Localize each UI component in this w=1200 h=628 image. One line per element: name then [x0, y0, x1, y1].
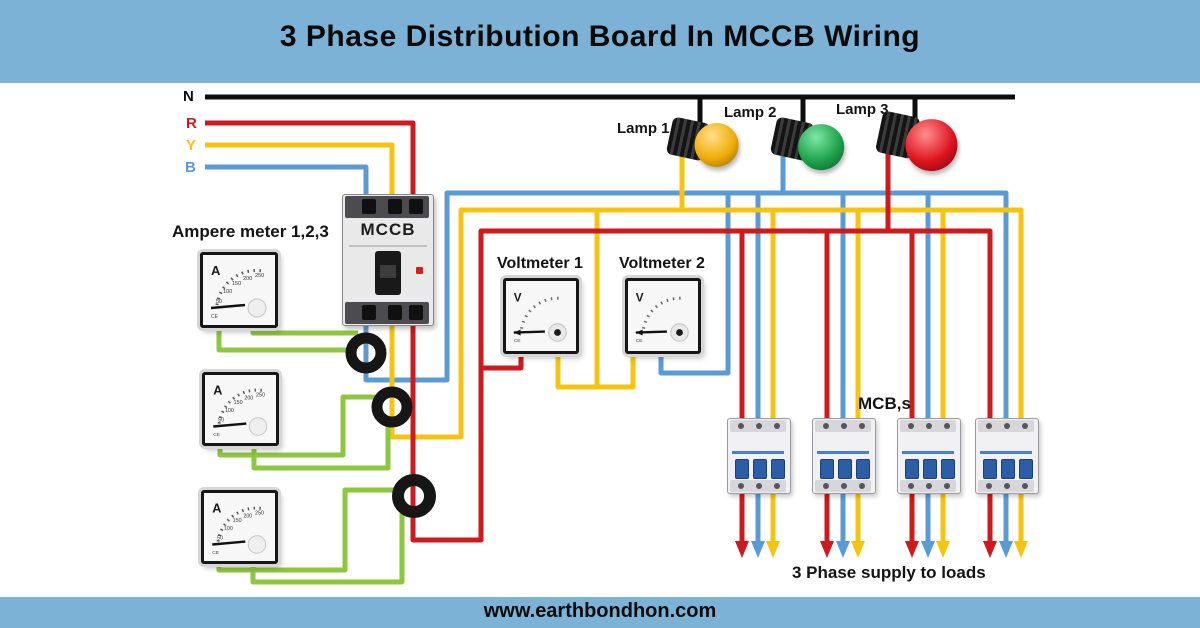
mcb-4 [975, 418, 1039, 494]
terminal-lug [409, 199, 423, 214]
voltmeter-1: V CE [503, 278, 579, 354]
svg-text:150: 150 [232, 281, 241, 287]
neutral-bus-label: N [183, 88, 194, 105]
mcb-accent-line [817, 451, 869, 454]
mcb-toggle-handles [728, 459, 790, 479]
svg-text:50: 50 [216, 299, 222, 305]
load-arrows [735, 494, 1028, 558]
lamp-2-label: Lamp 2 [724, 104, 777, 121]
mcb-top-terminals [978, 420, 1034, 432]
svg-text:CE: CE [213, 432, 220, 438]
yellow-phase-label: Y [186, 137, 197, 154]
mcb-top-terminals [900, 420, 956, 432]
terminal-lug [362, 199, 376, 214]
mcb-accent-line [902, 451, 954, 454]
mccb-bottom-terminals [345, 302, 429, 324]
svg-text:A: A [211, 263, 221, 278]
footer-band: www.earthbondhon.com [0, 597, 1200, 628]
mcb-accent-line [980, 451, 1032, 454]
mccb-label: MCCB [360, 220, 416, 239]
svg-text:CE: CE [211, 314, 219, 320]
svg-text:150: 150 [233, 518, 242, 524]
website-url: www.earthbondhon.com [483, 600, 717, 622]
svg-text:A: A [212, 501, 221, 515]
ct-ring-1 [345, 332, 387, 374]
mccb-top-terminals [345, 196, 429, 218]
ammeter-dial: A 50 100 150 200 250 CE [213, 383, 268, 438]
yellow-phase-distribution-wire [389, 148, 1024, 440]
mcb-group-label: MCB,s [858, 394, 911, 413]
svg-text:A: A [213, 383, 222, 397]
svg-text:100: 100 [225, 408, 234, 414]
page-title: 3 Phase Distribution Board In MCCB Wirin… [279, 20, 921, 53]
svg-text:250: 250 [255, 273, 264, 279]
terminal-lug [362, 305, 376, 320]
ammeter-dial: A 50 100 150 200 250 CE [212, 501, 267, 556]
mccb-brand-dot [416, 267, 423, 274]
svg-text:100: 100 [223, 289, 232, 295]
ammeter-1: A 50 100 150 200 250 CE [200, 252, 278, 328]
mcb-bottom-terminals [900, 480, 956, 492]
ct-ring-3 [392, 474, 436, 518]
voltmeter-dial: V CE [635, 291, 689, 344]
mcb-top-terminals [815, 420, 871, 432]
ammeter-2: A 50 100 150 200 250 CE [202, 372, 279, 446]
diagram-canvas [0, 83, 1200, 597]
blue-phase-label: B [185, 159, 196, 176]
red-phase-label: R [186, 115, 197, 132]
svg-text:200: 200 [243, 276, 252, 282]
svg-text:200: 200 [243, 513, 252, 519]
mccb-toggle-handle [375, 251, 401, 295]
mccb-divider [349, 245, 427, 247]
mcb-toggle-handles [898, 459, 960, 479]
lamp-3-label: Lamp 3 [836, 101, 889, 118]
voltmeter-2-label: Voltmeter 2 [619, 255, 705, 272]
mcb-bottom-terminals [730, 480, 786, 492]
terminal-lug [388, 199, 402, 214]
svg-text:CE: CE [636, 338, 644, 344]
voltmeter-2: V CE [625, 278, 701, 354]
mccb-breaker: MCCB [342, 194, 434, 326]
terminal-lug [388, 305, 402, 320]
svg-text:V: V [514, 291, 522, 304]
svg-text:150: 150 [234, 400, 243, 406]
mcb-toggle-handles [813, 459, 875, 479]
mcb-toggle-handles [976, 459, 1038, 479]
svg-text:V: V [636, 291, 644, 304]
svg-text:250: 250 [255, 510, 264, 516]
ct-ring-2 [371, 386, 413, 428]
mcb-bottom-terminals [815, 480, 871, 492]
svg-text:100: 100 [224, 526, 233, 532]
mcb-3 [897, 418, 961, 494]
svg-text:CE: CE [514, 338, 522, 344]
mcb-1 [727, 418, 791, 494]
load-caption: 3 Phase supply to loads [792, 563, 986, 582]
ammeter-dial: A 50 100 150 200 250 CE [210, 263, 267, 320]
title-band: 3 Phase Distribution Board In MCCB Wirin… [0, 0, 1200, 83]
current-transformers [345, 332, 436, 518]
svg-text:CE: CE [212, 550, 219, 556]
voltmeter-dial: V CE [513, 291, 567, 344]
ammeter-group-label: Ampere meter 1,2,3 [172, 222, 329, 241]
svg-text:50: 50 [217, 536, 223, 542]
ammeter-3: A 50 100 150 200 250 CE [201, 490, 278, 564]
terminal-lug [409, 305, 423, 320]
lamp-1-label: Lamp 1 [617, 120, 670, 137]
svg-text:250: 250 [256, 392, 265, 398]
mcb-2 [812, 418, 876, 494]
mcb-bottom-terminals [978, 480, 1034, 492]
svg-text:200: 200 [244, 395, 253, 401]
mcb-top-terminals [730, 420, 786, 432]
voltmeter-1-label: Voltmeter 1 [497, 255, 583, 272]
svg-text:50: 50 [218, 418, 224, 424]
mcb-accent-line [732, 451, 784, 454]
red-phase-distribution-wire [410, 140, 993, 543]
